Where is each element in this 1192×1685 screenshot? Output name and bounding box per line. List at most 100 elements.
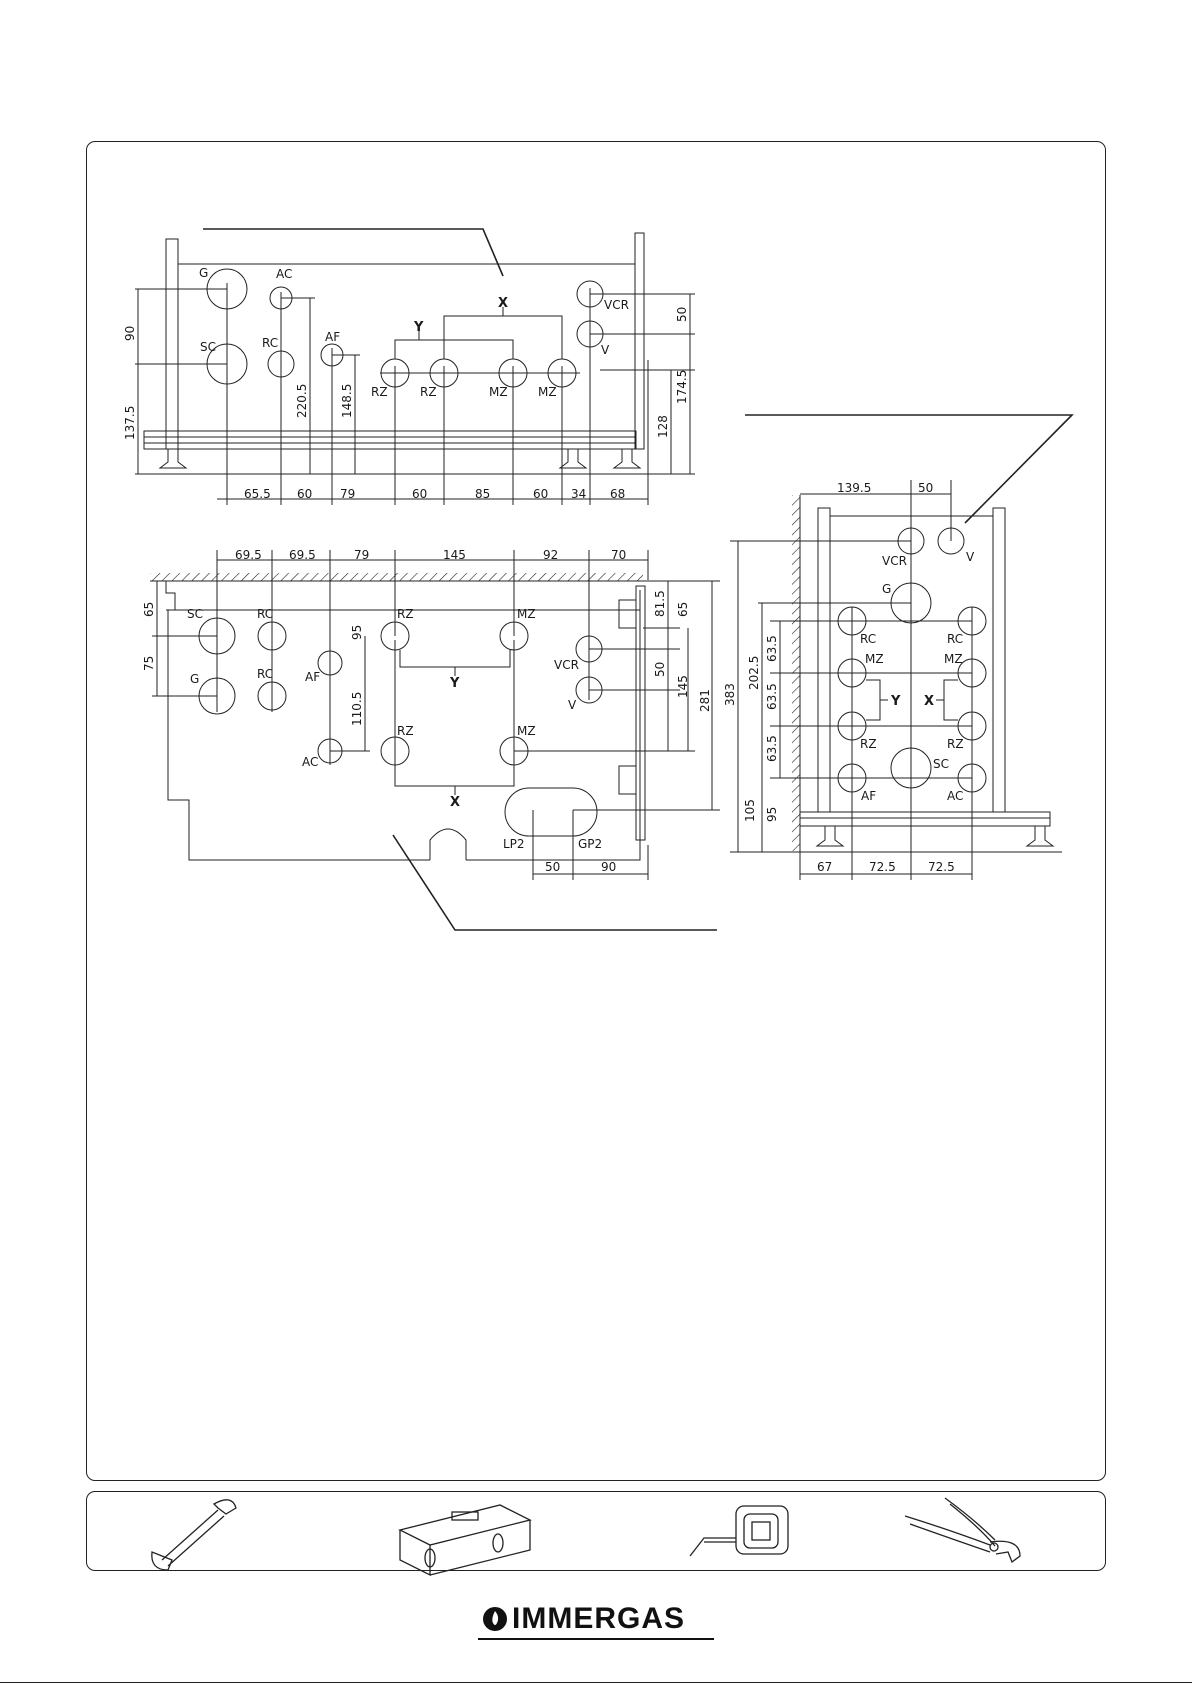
dim-value: 69.5 [235, 548, 262, 562]
dim-value: 110.5 [350, 692, 364, 726]
flame-icon [483, 1607, 507, 1631]
label-mz: MZ [865, 652, 884, 666]
dim-value: 50 [675, 307, 689, 322]
dim-value: 145 [443, 548, 466, 562]
dim-value: 63.5 [765, 735, 779, 762]
label-g: G [190, 672, 199, 686]
dim-value: 202.5 [747, 656, 761, 690]
label-rz: RZ [397, 724, 414, 738]
label-mz: MZ [944, 652, 963, 666]
tools-frame [86, 1491, 1106, 1571]
dim-value: 50 [653, 662, 667, 677]
label-mz: MZ [489, 385, 508, 399]
brand-name: IMMERGAS [512, 1602, 685, 1635]
brand-underline [478, 1638, 714, 1640]
label-lp2: LP2 [503, 837, 525, 851]
label-vcr: VCR [554, 658, 579, 672]
dim-value: 50 [545, 860, 560, 874]
dim-value: 79 [354, 548, 369, 562]
dim-value: 139.5 [837, 481, 871, 495]
label-rz: RZ [397, 607, 414, 621]
label-ac: AC [947, 789, 963, 803]
brand-logo: IMMERGAS [478, 1600, 714, 1640]
label-rc: RC [860, 632, 876, 646]
dim-value: 145 [676, 675, 690, 698]
dim-value: 72.5 [869, 860, 896, 874]
dim-value: 65 [676, 602, 690, 617]
label-rz: RZ [371, 385, 388, 399]
dim-value: 75 [142, 656, 156, 671]
dim-value: 92 [543, 548, 558, 562]
dim-value: 148.5 [340, 384, 354, 418]
dim-value: 281 [698, 689, 712, 712]
label-y: Y [413, 320, 424, 335]
dim-value: 383 [723, 683, 737, 706]
label-mz: MZ [517, 724, 536, 738]
dim-value: 69.5 [289, 548, 316, 562]
spirit-level-icon [398, 1504, 532, 1577]
footer-divider [0, 1682, 1192, 1683]
dim-value: 63.5 [765, 683, 779, 710]
label-v: V [966, 550, 975, 564]
front-view [135, 228, 695, 505]
label-vcr: VCR [882, 554, 907, 568]
dim-value: 60 [533, 487, 548, 501]
label-mz: MZ [538, 385, 557, 399]
dim-value: 220.5 [295, 384, 309, 418]
dim-value: 34 [571, 487, 586, 501]
wrench-icon [151, 1499, 237, 1571]
dim-value: 50 [918, 481, 933, 495]
label-ac: AC [276, 267, 292, 281]
side-view-labels: VCR V G RC RC MZ MZ RZ RZ AF SC AC Y X 1… [723, 481, 975, 874]
label-af: AF [861, 789, 876, 803]
label-rc: RC [262, 336, 278, 350]
dim-value: 65 [142, 602, 156, 617]
label-af: AF [305, 670, 320, 684]
label-x: X [498, 296, 508, 311]
dim-value: 60 [297, 487, 312, 501]
label-g: G [199, 266, 208, 280]
dim-value: 90 [601, 860, 616, 874]
label-rc: RC [257, 607, 273, 621]
label-rc: RC [257, 667, 273, 681]
label-v: V [568, 698, 577, 712]
label-x: X [924, 694, 934, 709]
label-sc: SC [187, 607, 203, 621]
label-v: V [601, 343, 610, 357]
label-sc: SC [200, 340, 216, 354]
label-rz: RZ [420, 385, 437, 399]
dim-value: 65.5 [244, 487, 271, 501]
dim-value: 105 [743, 799, 757, 822]
label-mz: MZ [517, 607, 536, 621]
dim-value: 90 [123, 326, 137, 341]
dim-value: 67 [817, 860, 832, 874]
drawing-frame [86, 141, 1106, 1481]
label-y: Y [890, 694, 901, 709]
label-g: G [882, 582, 891, 596]
label-gp2: GP2 [578, 837, 602, 851]
label-rz: RZ [860, 737, 877, 751]
side-view [730, 414, 1074, 880]
label-sc: SC [933, 757, 949, 771]
dim-value: 95 [350, 625, 364, 640]
dim-value: 72.5 [928, 860, 955, 874]
dim-value: 81.5 [653, 590, 667, 617]
top-view-labels: SC RC G RC AF AC RZ MZ RZ MZ VCR V Y X L… [142, 548, 712, 874]
dim-value: 128 [656, 415, 670, 438]
dim-value: 85 [475, 487, 490, 501]
dim-value: 79 [340, 487, 355, 501]
dim-value: 137.5 [123, 406, 137, 440]
dim-value: 70 [611, 548, 626, 562]
front-view-labels: G AC SC RC AF VCR V RZ RZ MZ MZ X Y 65.5… [123, 266, 689, 501]
label-rc: RC [947, 632, 963, 646]
label-y: Y [449, 676, 460, 691]
label-ac: AC [302, 755, 318, 769]
dim-value: 174.5 [675, 370, 689, 404]
dim-value: 63.5 [765, 635, 779, 662]
dim-value: 68 [610, 487, 625, 501]
dim-value: 60 [412, 487, 427, 501]
dim-value: 95 [765, 807, 779, 822]
top-view [150, 550, 720, 931]
label-rz: RZ [947, 737, 964, 751]
